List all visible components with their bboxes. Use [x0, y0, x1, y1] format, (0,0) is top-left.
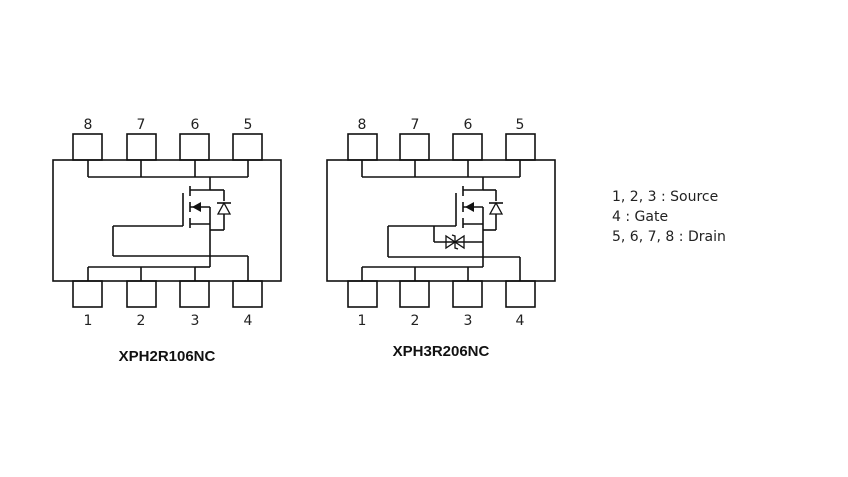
pin-1: [347, 280, 378, 308]
pin-2: [126, 280, 157, 308]
gate-wire: [112, 193, 249, 281]
drain-bus: [361, 160, 521, 190]
pin-number-2: 2: [411, 313, 420, 329]
package-name: XPH3R206NC: [393, 343, 490, 360]
pin-number-5: 5: [516, 117, 525, 133]
channel-arrow: [192, 202, 201, 212]
mosfet-symbol: [462, 186, 497, 231]
pin-number-8: 8: [84, 117, 93, 133]
pin-5: [505, 133, 536, 161]
legend-drain: 5, 6, 7, 8 : Drain: [612, 229, 726, 245]
pin-5: [232, 133, 263, 161]
drain-bus: [87, 160, 249, 190]
source-bus: [87, 230, 211, 281]
pin-3: [179, 280, 210, 308]
pin-6: [179, 133, 210, 161]
gate-wire: [387, 193, 521, 281]
channel-arrow: [465, 202, 474, 212]
pin-number-1: 1: [84, 313, 93, 329]
body-diode: [488, 201, 504, 215]
pin-number-6: 6: [464, 117, 473, 133]
pin-legend: 1, 2, 3 : Source 4 : Gate 5, 6, 7, 8 : D…: [612, 187, 726, 247]
package-xph3r206nc: 8 7 6 5 1 2 3 4: [326, 117, 556, 360]
pin-number-1: 1: [358, 313, 367, 329]
pin-3: [452, 280, 483, 308]
pin-number-3: 3: [191, 313, 200, 329]
pin-number-4: 4: [244, 313, 253, 329]
legend-gate: 4 : Gate: [612, 209, 669, 225]
pin-number-3: 3: [464, 313, 473, 329]
pin-7: [399, 133, 430, 161]
pin-number-5: 5: [244, 117, 253, 133]
pin-2: [399, 280, 430, 308]
pin-number-6: 6: [191, 117, 200, 133]
pin-4: [505, 280, 536, 308]
pin-number-4: 4: [516, 313, 525, 329]
pin-number-7: 7: [137, 117, 146, 133]
package-xph2r106nc: 8 7 6 5 1 2 3 4: [52, 117, 282, 365]
pin-6: [452, 133, 483, 161]
pin-4: [232, 280, 263, 308]
gate-zener-diode: [433, 226, 483, 250]
pin-number-8: 8: [358, 117, 367, 133]
package-name: XPH2R106NC: [119, 348, 216, 365]
pin-7: [126, 133, 157, 161]
source-bus: [361, 230, 484, 281]
pin-8: [347, 133, 378, 161]
package-body: [52, 159, 282, 282]
pin-1: [72, 280, 103, 308]
mosfet-symbol: [189, 186, 225, 231]
body-diode: [216, 201, 232, 215]
pin-number-2: 2: [137, 313, 146, 329]
pin-8: [72, 133, 103, 161]
pin-number-7: 7: [411, 117, 420, 133]
legend-source: 1, 2, 3 : Source: [612, 189, 719, 205]
package-body: [326, 159, 556, 282]
